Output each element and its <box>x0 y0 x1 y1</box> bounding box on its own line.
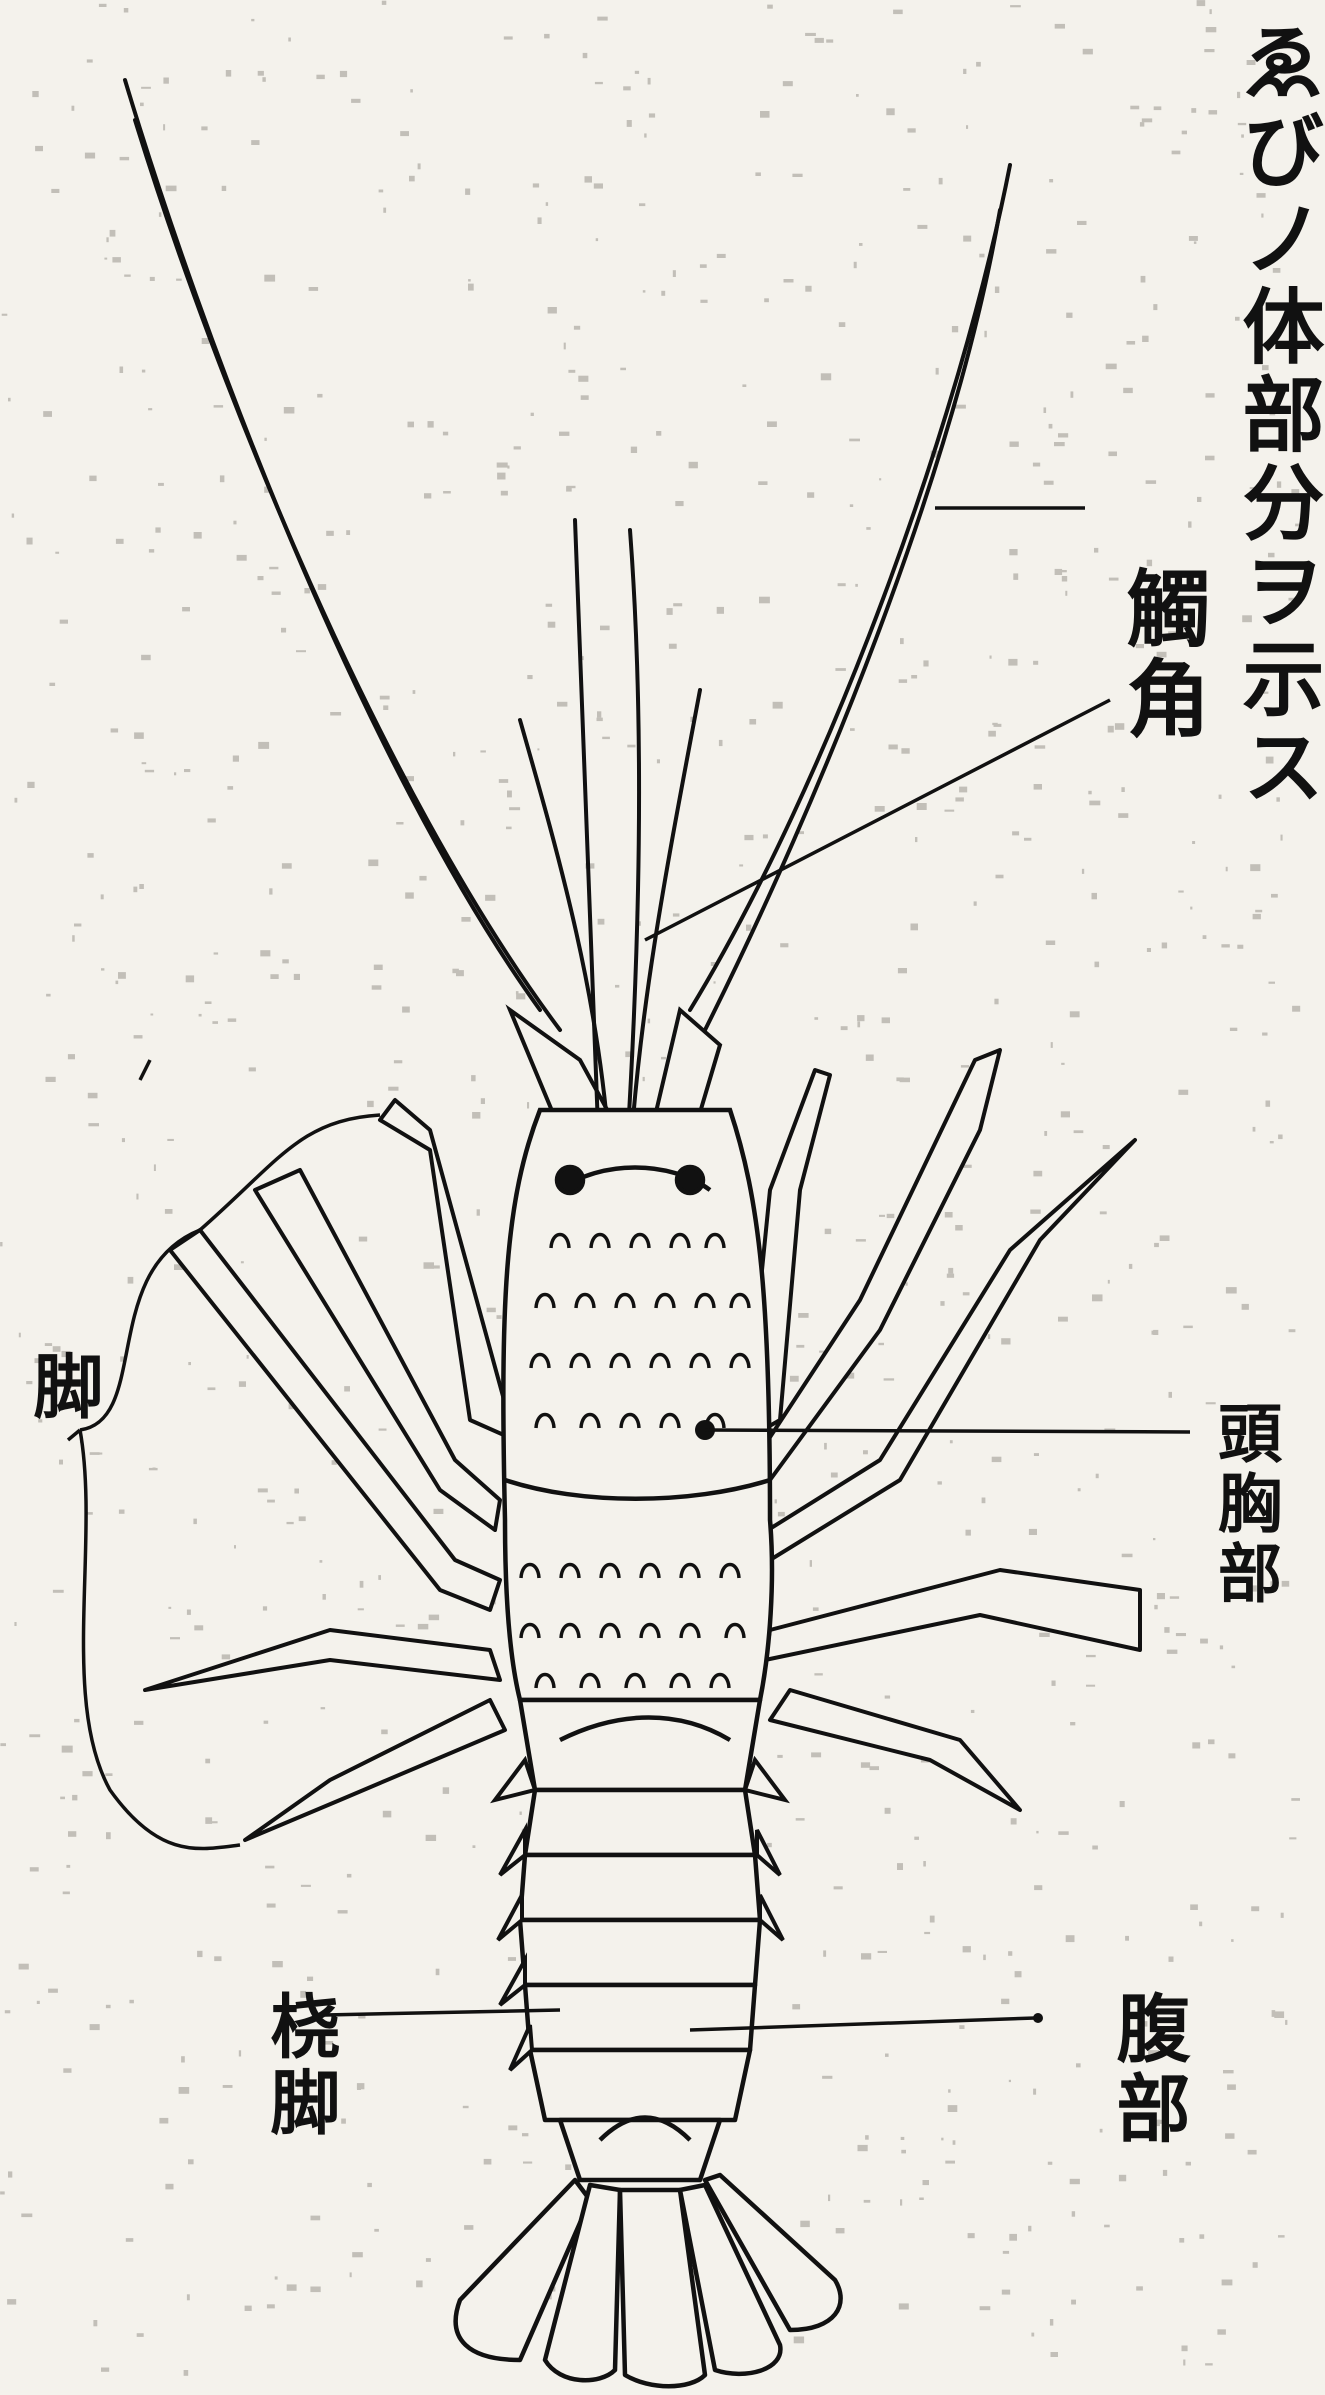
carapace <box>503 1110 772 1700</box>
label-abdomen: 腹部 <box>1110 1990 1184 2150</box>
label-legs: 脚 <box>28 1350 98 1426</box>
figure-title: ゑびノ体部分ヲ示ス <box>1235 20 1317 812</box>
abdomen-segments <box>520 1700 760 2180</box>
label-cephalothorax: 頭胸部 <box>1212 1400 1276 1610</box>
label-antenna: 觸角 <box>1120 565 1204 745</box>
label-swimmerets: 桡脚 <box>265 1990 335 2142</box>
